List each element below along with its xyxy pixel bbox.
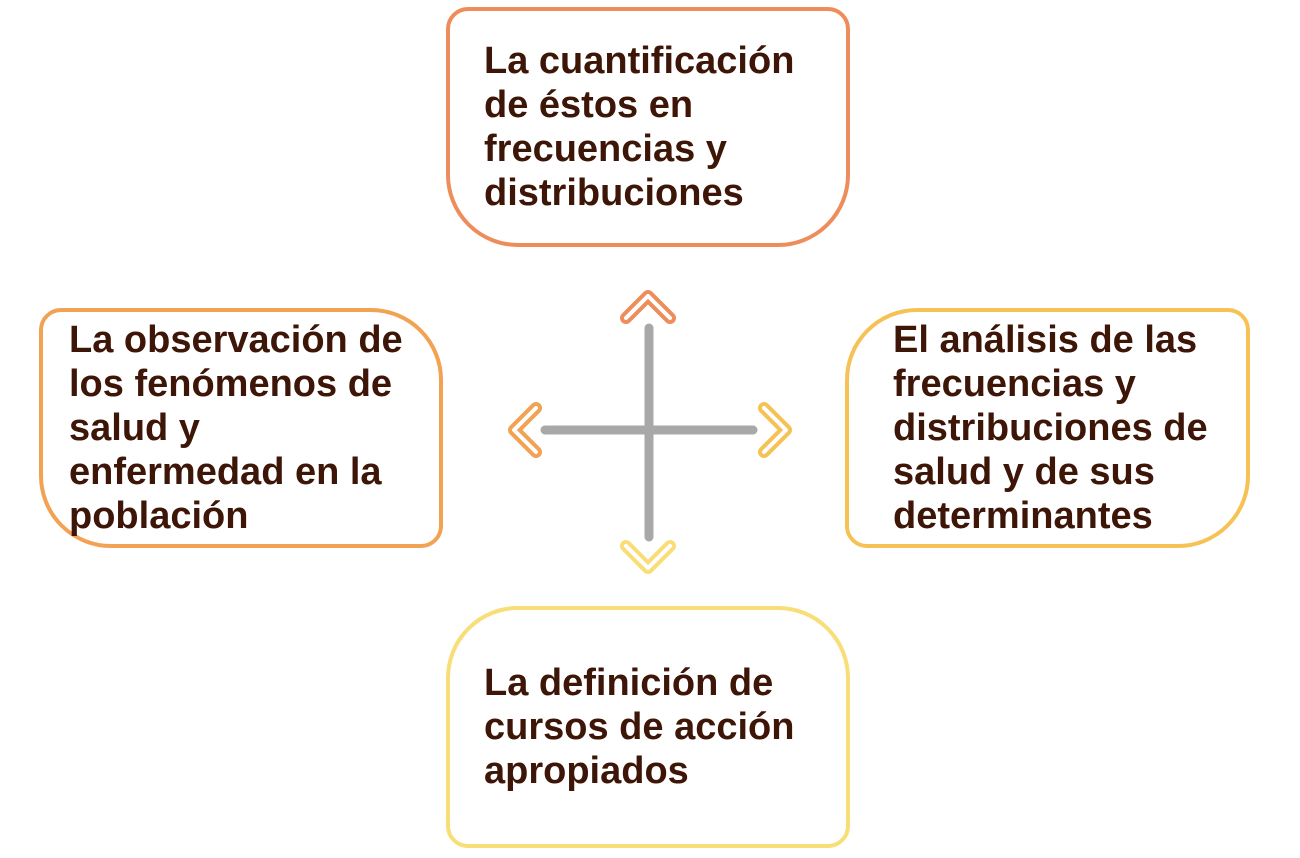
box-left-observation: La observación de los fenómenos de salud… <box>39 308 443 548</box>
box-right-analysis: El análisis de las frecuencias y distrib… <box>845 308 1250 548</box>
chevron-down-icon <box>620 540 676 574</box>
chevron-up-icon <box>620 290 676 324</box>
chevron-left-icon <box>508 402 542 458</box>
chevron-right-icon <box>758 402 792 458</box>
box-top-text: La cuantificación de éstos en frecuencia… <box>484 40 795 214</box>
box-bottom-action: La definición de cursos de acción apropi… <box>446 606 850 848</box>
box-left-text: La observación de los fenómenos de salud… <box>69 319 403 537</box>
box-right-text: El análisis de las frecuencias y distrib… <box>893 319 1208 537</box>
box-top-quantification: La cuantificación de éstos en frecuencia… <box>446 7 850 247</box>
box-bottom-text: La definición de cursos de acción apropi… <box>484 662 795 792</box>
